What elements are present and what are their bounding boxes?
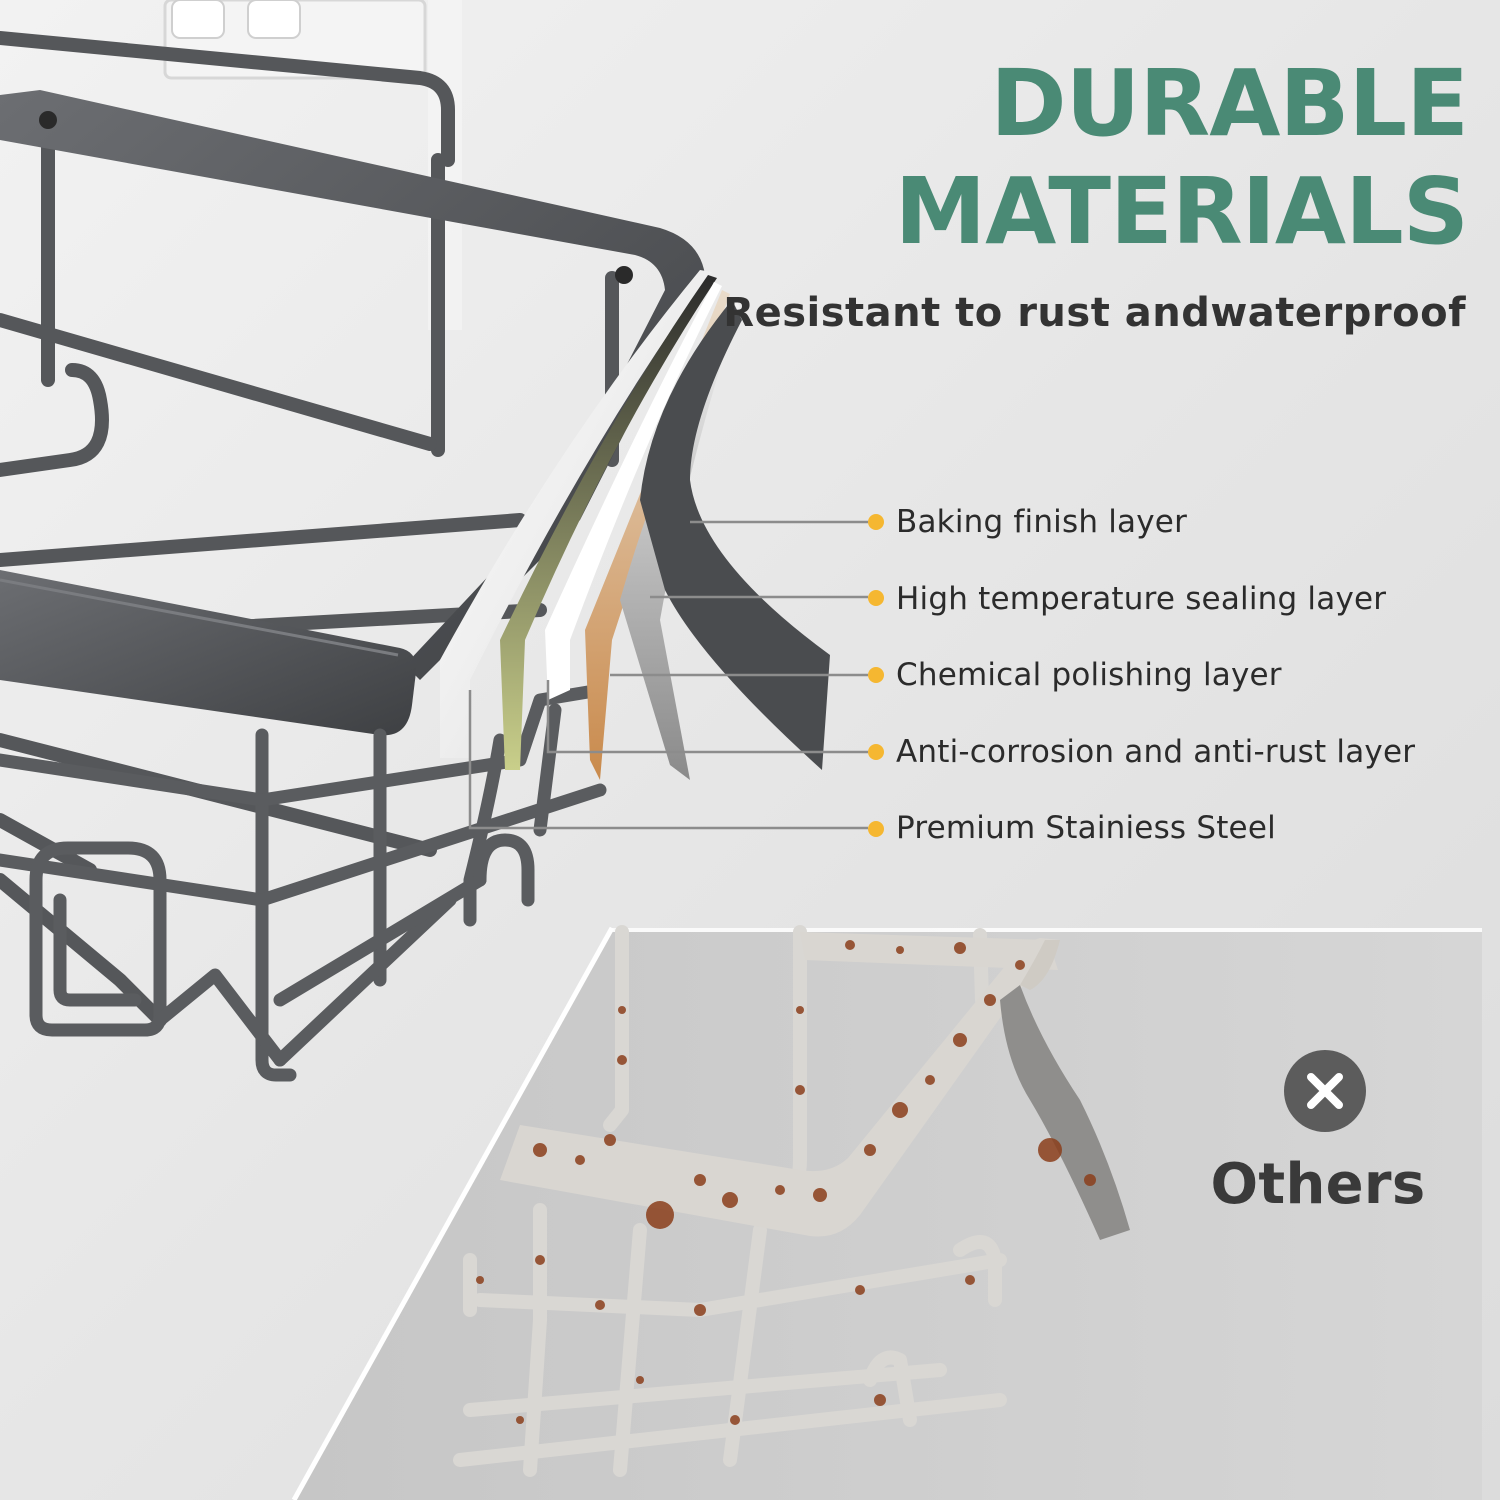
layer-label-baking-finish: Baking finish layer (896, 504, 1188, 540)
peeled-layers (440, 270, 830, 780)
layer-label-premium-steel: Premium Stainiess Steel (896, 810, 1276, 846)
comparison-panel (291, 926, 1482, 1500)
headline-line-1: DURABLE (990, 50, 1469, 157)
others-label: Others (1210, 1152, 1426, 1217)
headline-line-2: MATERIALS (894, 158, 1469, 265)
layer-label-chemical-polishing: Chemical polishing layer (896, 657, 1282, 693)
layer-label-high-temp-sealing: High temperature sealing layer (896, 581, 1387, 617)
rusty-caddy-illustration (453, 925, 1130, 1477)
subtitle: Resistant to rust andwaterproof (723, 290, 1466, 336)
basket-rim (0, 90, 705, 736)
leader-lines (468, 520, 868, 830)
close-icon (1284, 1050, 1366, 1132)
basket-wire-frame (0, 683, 607, 1082)
layer-label-anti-corrosion: Anti-corrosion and anti-rust layer (896, 734, 1416, 770)
